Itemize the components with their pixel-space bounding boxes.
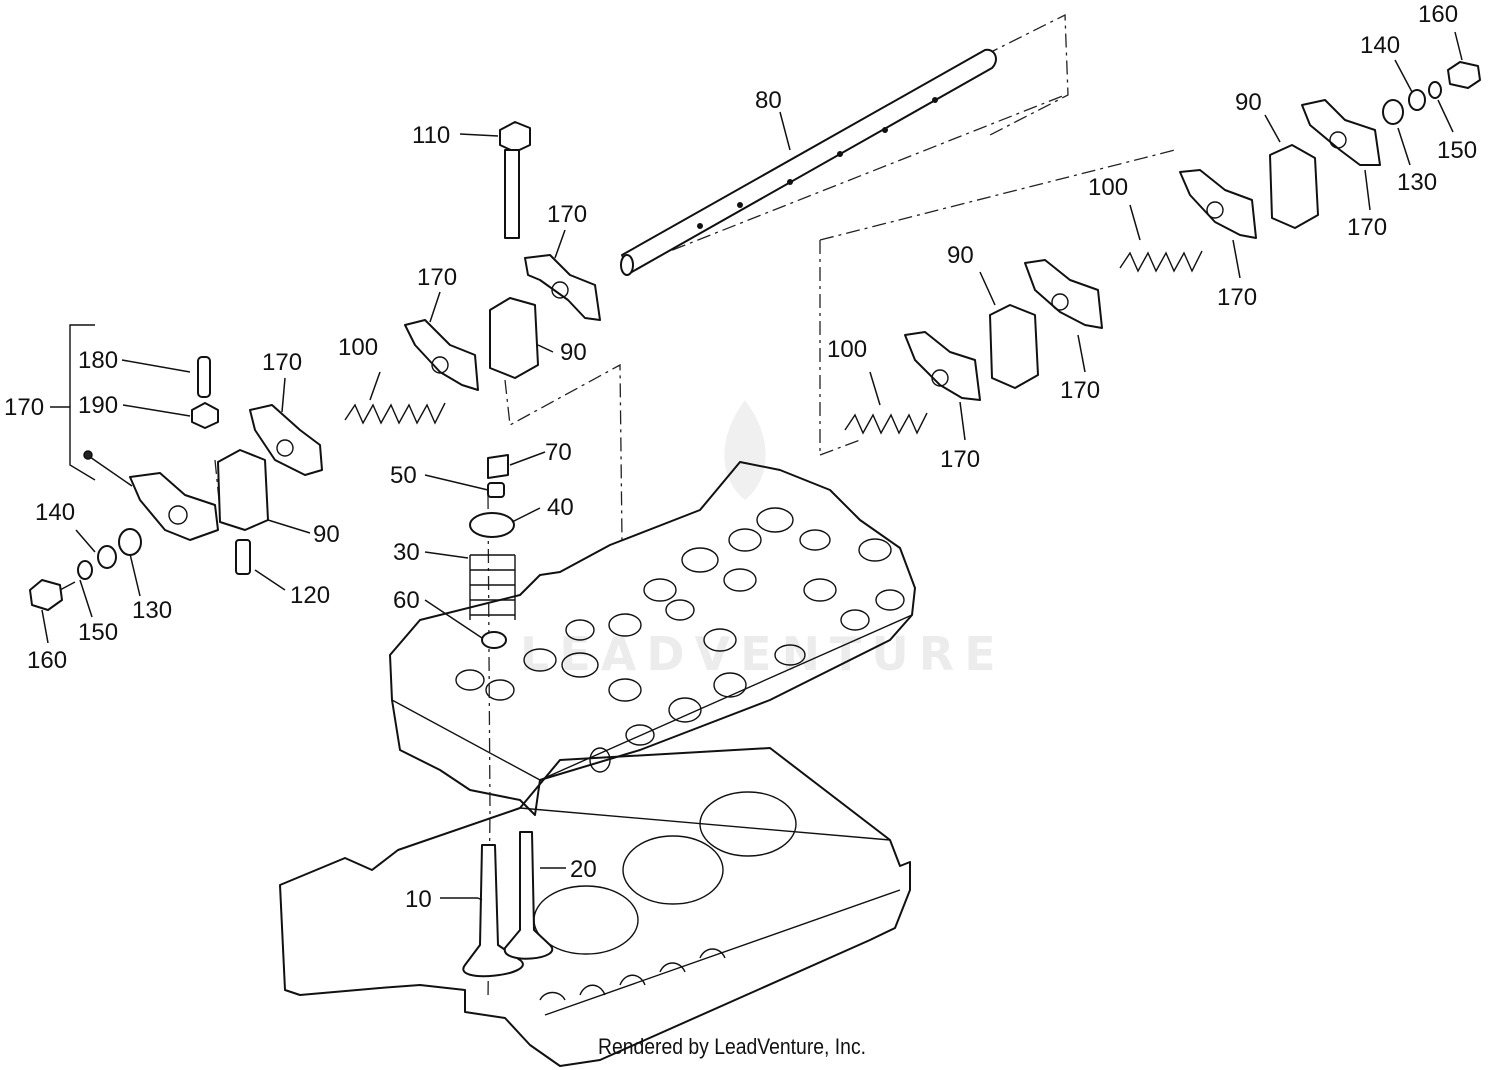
label-spring-100-a: 100 xyxy=(338,334,378,361)
label-rocker-170-bracket: 170 xyxy=(4,394,44,421)
label-support-90-b: 90 xyxy=(313,521,340,548)
label-spring-100-b: 100 xyxy=(827,336,867,363)
label-ring-150-left: 150 xyxy=(78,619,118,646)
label-valve-10: 10 xyxy=(405,886,432,913)
label-screw-180: 180 xyxy=(78,347,118,374)
label-collet-50: 50 xyxy=(390,462,417,489)
valve-spring-assembly xyxy=(469,454,516,649)
label-valve-20: 20 xyxy=(570,856,597,883)
label-ring-150-right: 150 xyxy=(1437,137,1477,164)
label-shaft-80: 80 xyxy=(755,87,782,114)
watermark-text: LEADVENTURE xyxy=(520,627,1006,681)
label-spring-washer-140-right: 140 xyxy=(1360,32,1400,59)
cylinder-head xyxy=(389,461,916,816)
label-washer-130-right: 130 xyxy=(1397,169,1437,196)
bolt-110 xyxy=(499,121,531,239)
engine-block xyxy=(279,747,911,1067)
label-plug-160-right: 160 xyxy=(1418,1,1458,28)
label-rocker-170-d: 170 xyxy=(940,446,980,473)
right-end-parts xyxy=(1382,61,1481,125)
rocker-shaft xyxy=(620,48,997,276)
label-washer-130-left: 130 xyxy=(132,597,172,624)
label-support-90-a: 90 xyxy=(560,339,587,366)
valves xyxy=(462,831,554,978)
label-seal-60: 60 xyxy=(393,587,420,614)
label-support-90-c: 90 xyxy=(947,242,974,269)
label-pin-120: 120 xyxy=(290,582,330,609)
rocker-arms xyxy=(129,99,1381,541)
label-rocker-170-c: 170 xyxy=(547,201,587,228)
left-end-parts xyxy=(29,356,251,611)
label-plug-160-left: 160 xyxy=(27,647,67,674)
rocker-supports xyxy=(217,144,1319,531)
callout-labels: 10 20 30 40 50 60 70 80 90 90 90 90 100 … xyxy=(4,1,1477,913)
label-support-90-d: 90 xyxy=(1235,89,1262,116)
label-spring-100-c: 100 xyxy=(1088,174,1128,201)
label-rocker-170-b: 170 xyxy=(417,264,457,291)
rocker-springs xyxy=(344,250,1203,435)
render-credit: Rendered by LeadVenture, Inc. xyxy=(598,1034,867,1059)
label-spring-30: 30 xyxy=(393,539,420,566)
label-spring-washer-140-left: 140 xyxy=(35,499,75,526)
label-nut-190: 190 xyxy=(78,392,118,419)
label-rocker-170-e: 170 xyxy=(1060,377,1100,404)
label-retainer-40: 40 xyxy=(547,494,574,521)
label-rocker-170-g: 170 xyxy=(1347,214,1387,241)
label-cap-70: 70 xyxy=(545,439,572,466)
label-rocker-170-f: 170 xyxy=(1217,284,1257,311)
label-bolt-110: 110 xyxy=(412,122,450,149)
label-rocker-170-a: 170 xyxy=(262,349,302,376)
leader-lines xyxy=(41,31,1463,901)
watermark-logo: LEADVENTURE xyxy=(520,400,1006,681)
